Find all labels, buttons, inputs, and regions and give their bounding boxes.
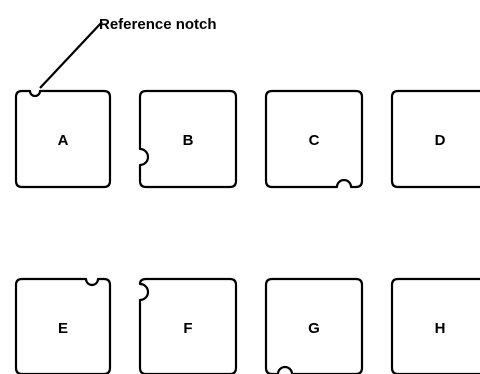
callout-text: Reference notch — [99, 16, 217, 33]
callout-leader-line — [39, 21, 103, 89]
tile-a: A — [14, 89, 112, 189]
tile-outline — [138, 89, 238, 189]
tile-label: B — [183, 132, 194, 149]
tile-outline — [138, 277, 238, 374]
tile-label: H — [435, 320, 446, 337]
tile-label: F — [183, 320, 192, 337]
tile-outline — [14, 277, 112, 374]
tile-label: G — [308, 320, 320, 337]
tile-e: E — [14, 277, 112, 374]
reference-notch-callout: Reference notch — [39, 16, 217, 89]
tile-h: H — [390, 277, 480, 374]
tile-d: D — [390, 89, 480, 189]
tile-outline — [390, 89, 480, 189]
tile-g: G — [264, 277, 364, 374]
tile-outline — [14, 89, 112, 189]
tile-label: A — [58, 132, 69, 149]
tile-label: E — [58, 320, 68, 337]
tile-outline — [264, 89, 364, 189]
tile-label: D — [435, 132, 446, 149]
tile-outline — [264, 277, 364, 374]
tile-b: B — [138, 89, 238, 189]
tile-f: F — [138, 277, 238, 374]
tile-c: C — [264, 89, 364, 189]
tile-label: C — [309, 132, 320, 149]
